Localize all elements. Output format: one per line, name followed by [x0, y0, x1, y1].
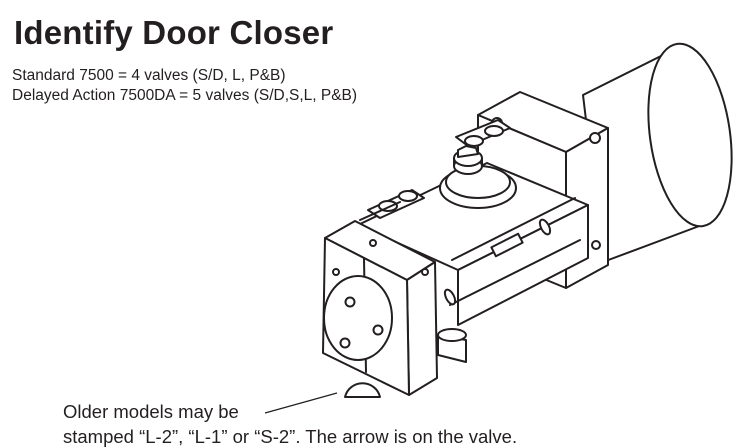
callout-line-2: stamped “L-2”, “L-1” or “S-2”. The arrow… [63, 426, 518, 447]
callout-line-1: Older models may be [63, 401, 239, 422]
spec-delayed-action-7500da: Delayed Action 7500DA = 5 valves (S/D,S,… [12, 87, 358, 104]
page-title: Identify Door Closer [14, 14, 334, 51]
front-end-cap [322, 220, 438, 398]
spring-cylinder [582, 42, 733, 263]
pinion-top [439, 145, 517, 209]
pinion-bottom [437, 328, 467, 363]
valve-bosses [359, 119, 511, 221]
callout-leader-line [264, 392, 338, 414]
spec-standard-7500: Standard 7500 = 4 valves (S/D, L, P&B) [12, 67, 286, 84]
